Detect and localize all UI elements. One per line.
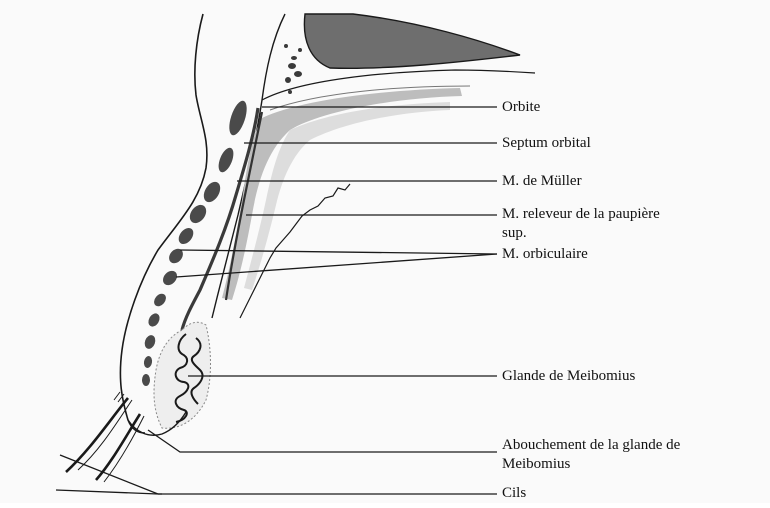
- leader-orbiculaire-2: [176, 254, 497, 277]
- label-releveur-line2: sup.: [502, 224, 527, 242]
- label-releveur-line1: M. releveur de la paupière: [502, 205, 660, 223]
- label-septum-orbital: Septum orbital: [502, 134, 591, 152]
- label-orbiculaire: M. orbiculaire: [502, 245, 588, 263]
- label-meibomius: Glande de Meibomius: [502, 367, 635, 385]
- label-abouchement-line2: Meibomius: [502, 455, 570, 473]
- orbital-bone: [304, 14, 520, 68]
- leader-abouchement: [148, 430, 497, 452]
- label-cils: Cils: [502, 484, 526, 502]
- label-abouchement-line1: Abouchement de la glande de: [502, 436, 680, 454]
- label-muscle-muller: M. de Müller: [502, 172, 582, 190]
- leader-cils-3: [56, 490, 158, 494]
- label-orbite: Orbite: [502, 98, 540, 116]
- eyelashes: [66, 392, 144, 482]
